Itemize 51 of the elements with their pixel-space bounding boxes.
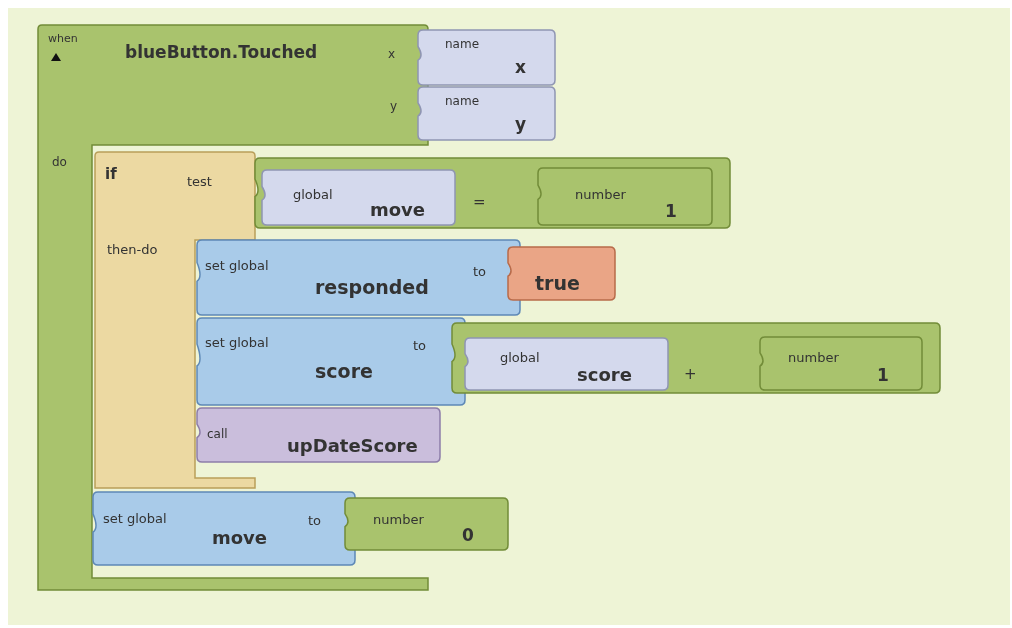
block-name: blueButton.Touched: [125, 42, 318, 62]
block-label: =: [473, 193, 486, 211]
math-block: [452, 323, 940, 393]
block-label: set global: [205, 258, 269, 274]
block-name: upDateScore: [287, 436, 418, 456]
compare-block: [255, 158, 730, 228]
block-name: move: [212, 528, 268, 548]
block-label: global: [293, 187, 333, 203]
block-label: to: [308, 513, 322, 529]
block-name: score: [577, 365, 632, 385]
event-block: [38, 25, 428, 590]
block-label: number: [373, 512, 424, 528]
block-label: global: [500, 350, 540, 366]
parameter-block: [418, 30, 555, 85]
number-block: [538, 168, 712, 225]
block-name: 1: [877, 365, 889, 385]
block-name: score: [315, 360, 373, 382]
set-variable-block: [93, 492, 355, 565]
procedure-call-block: [197, 408, 440, 462]
variable-block: [262, 170, 455, 225]
block-label: test: [187, 174, 212, 190]
block-label: set global: [205, 335, 269, 351]
block-name: y: [515, 114, 527, 134]
block-label: to: [413, 338, 427, 354]
block-label: number: [575, 187, 626, 203]
block-label: when: [48, 32, 78, 46]
block-name: x: [515, 57, 526, 77]
block-name: 0: [462, 525, 474, 545]
variable-block: [465, 338, 668, 390]
block-name: 1: [665, 201, 677, 221]
block-label: number: [788, 350, 839, 366]
set-variable-block: [197, 318, 465, 405]
number-block: [760, 337, 922, 390]
block-label: set global: [103, 511, 167, 527]
set-variable-block: [197, 240, 520, 315]
block-label: name: [445, 38, 480, 52]
block-name: responded: [315, 276, 429, 298]
number-block: [345, 498, 508, 550]
block-label: +: [684, 365, 697, 383]
block-label: x: [388, 48, 396, 62]
block-label: do: [52, 156, 67, 170]
block-name: true: [535, 272, 580, 294]
block-name: if: [105, 165, 117, 183]
parameter-block: [418, 87, 555, 140]
block-label: to: [473, 264, 487, 280]
block-label: then-do: [107, 242, 158, 258]
boolean-block: [508, 247, 615, 300]
block-label: y: [390, 100, 398, 114]
block-label: name: [445, 95, 480, 109]
block-name: move: [370, 200, 426, 220]
block-label: call: [207, 428, 228, 442]
